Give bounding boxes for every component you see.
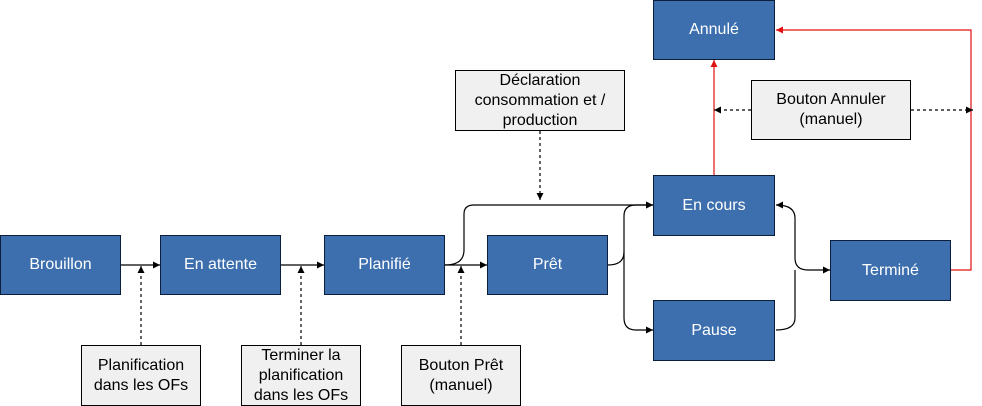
state-en-attente: En attente (160, 235, 281, 295)
note-planification-ofs-text: Planification dans les OFs (93, 356, 189, 394)
state-annule: Annulé (653, 0, 775, 60)
state-brouillon: Brouillon (0, 235, 121, 295)
state-en-attente-label: En attente (184, 256, 257, 273)
note-bouton-annuler: Bouton Annuler (manuel) (751, 80, 911, 140)
note-terminer-planification-text: Terminer la planification dans les OFs (253, 346, 349, 404)
edge-termine-annule (776, 26, 972, 271)
note-declaration: Déclaration consommation et / production (455, 70, 625, 131)
state-en-cours: En cours (653, 175, 775, 236)
state-planifie-label: Planifié (358, 256, 411, 273)
note-bouton-annuler-text: Bouton Annuler (manuel) (776, 91, 886, 128)
state-pause: Pause (653, 300, 775, 361)
edge-en-cours-termine (775, 201, 830, 274)
state-planifie: Planifié (324, 235, 445, 295)
state-pret-label: Prêt (532, 256, 563, 273)
state-en-cours-label: En cours (682, 196, 746, 214)
state-pret: Prêt (487, 235, 608, 295)
note-planification-ofs: Planification dans les OFs (81, 345, 201, 406)
note-bouton-pret: Bouton Prêt (manuel) (401, 345, 521, 406)
edge-planifie-en-cours (444, 201, 653, 266)
note-terminer-planification: Terminer la planification dans les OFs (241, 345, 361, 406)
state-termine-label: Terminé (862, 261, 919, 279)
note-declaration-text: Déclaration consommation et / production (474, 71, 606, 129)
state-pause-label: Pause (691, 321, 737, 339)
state-termine: Terminé (830, 240, 951, 301)
state-brouillon-label: Brouillon (29, 256, 92, 273)
edge-pause-en-cours (775, 270, 796, 331)
state-annule-label: Annulé (689, 21, 739, 38)
edge-pret-en-cours (607, 201, 653, 266)
edge-pret-pause (623, 252, 653, 334)
note-bouton-pret-text: Bouton Prêt (manuel) (418, 356, 504, 394)
